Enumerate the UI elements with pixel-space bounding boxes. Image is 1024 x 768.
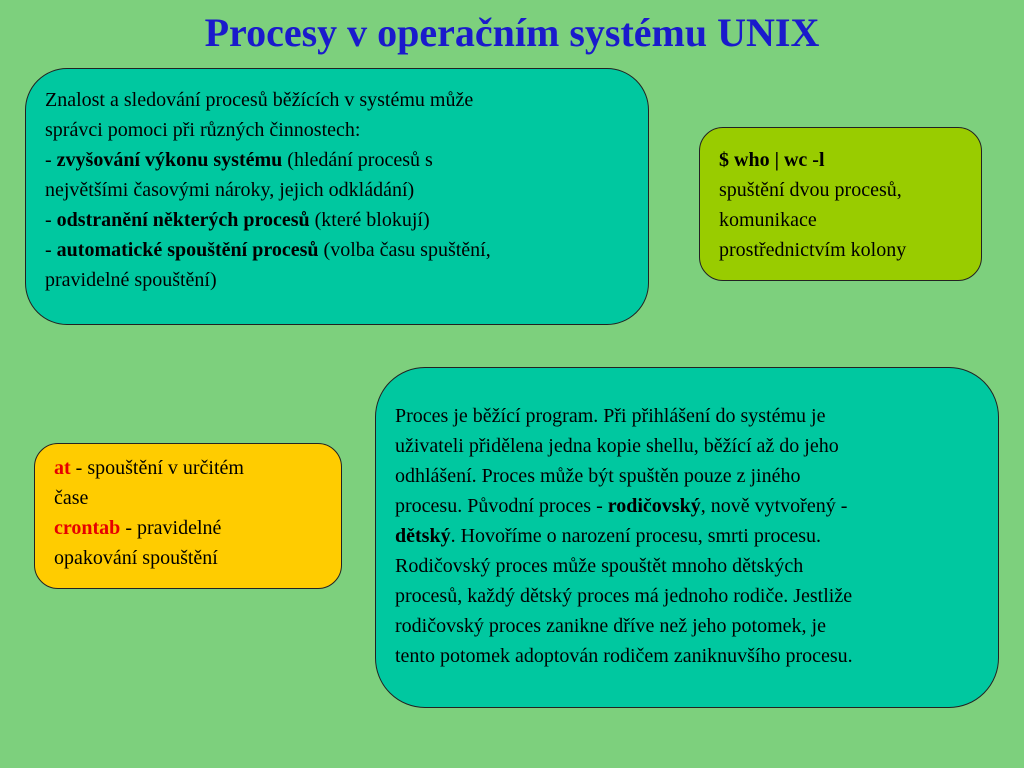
- monitoring-item-autostart: - automatické spouštění procesů (volba č…: [45, 239, 491, 261]
- who-desc-line-2: komunikace: [719, 209, 817, 231]
- process-line-4: procesu. Původní proces - rodičovský, no…: [395, 495, 848, 517]
- who-command: $ who | wc -l: [719, 149, 825, 171]
- process-definition-text: Proces je běžící program. Při přihlášení…: [395, 401, 853, 671]
- who-desc-line-3: prostřednictvím kolony: [719, 239, 907, 261]
- at-crontab-box: [34, 443, 342, 589]
- process-line-3: odhlášení. Proces může být spuštěn pouze…: [395, 465, 801, 487]
- crontab-line-cont: opakování spouštění: [54, 547, 218, 569]
- monitoring-item-performance: - zvyšování výkonu systému (hledání proc…: [45, 149, 433, 171]
- who-command-text: $ who | wc -l spuštění dvou procesů, kom…: [719, 145, 906, 265]
- who-desc-line-1: spuštění dvou procesů,: [719, 179, 902, 201]
- monitoring-intro-line-1: Znalost a sledování procesů běžících v s…: [45, 89, 474, 111]
- monitoring-intro-line-2: správci pomoci při různých činnostech:: [45, 119, 361, 141]
- process-line-8: rodičovský proces zanikne dříve než jeho…: [395, 615, 826, 637]
- process-line-2: uživateli přidělena jedna kopie shellu, …: [395, 435, 839, 457]
- process-line-1: Proces je běžící program. Při přihlášení…: [395, 405, 826, 427]
- process-line-6: Rodičovský proces může spouštět mnoho dě…: [395, 555, 804, 577]
- process-line-5: dětský. Hovoříme o narození procesu, smr…: [395, 525, 822, 547]
- at-line-cont: čase: [54, 487, 89, 509]
- monitoring-item-performance-cont: největšími časovými nároky, jejich odklá…: [45, 179, 415, 201]
- crontab-line: crontab - pravidelné: [54, 517, 222, 539]
- page-title: Procesy v operačním systému UNIX: [204, 10, 820, 55]
- process-monitoring-box: [25, 68, 649, 325]
- process-monitoring-text: Znalost a sledování procesů běžících v s…: [45, 85, 491, 295]
- at-line: at - spouštění v určitém: [54, 457, 244, 479]
- who-command-box: [699, 127, 982, 281]
- monitoring-item-removal: - odstranění některých procesů (které bl…: [45, 209, 430, 231]
- monitoring-item-autostart-cont: pravidelné spouštění): [45, 269, 217, 291]
- process-line-9: tento potomek adoptován rodičem zaniknuv…: [395, 645, 853, 667]
- process-definition-box: [375, 367, 999, 708]
- process-line-7: procesů, každý dětský proces má jednoho …: [395, 585, 853, 607]
- at-crontab-text: at - spouštění v určitém čase crontab - …: [54, 453, 244, 573]
